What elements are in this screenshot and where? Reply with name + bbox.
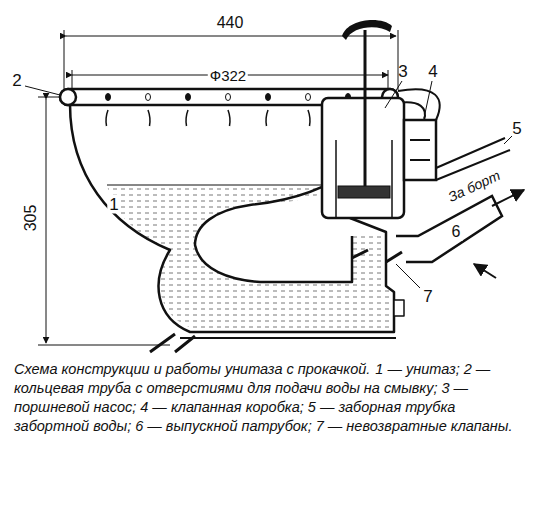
callout-number: 7 <box>421 287 434 306</box>
dimension-value: 305 <box>22 203 40 234</box>
callout-number: 2 <box>10 71 23 90</box>
callout-number: 4 <box>426 62 439 81</box>
callout-number: 3 <box>396 62 409 81</box>
dimension-value: Ф322 <box>208 67 248 84</box>
figure-title: Схема конструкции и работы унитаза с про… <box>14 361 370 377</box>
callout-number: 6 <box>450 223 463 241</box>
callout-number: 1 <box>107 195 120 214</box>
callout-number: 5 <box>510 119 523 138</box>
dimension-value: 440 <box>215 14 246 32</box>
caption-block: Схема конструкции и работы унитаза с про… <box>14 360 534 437</box>
